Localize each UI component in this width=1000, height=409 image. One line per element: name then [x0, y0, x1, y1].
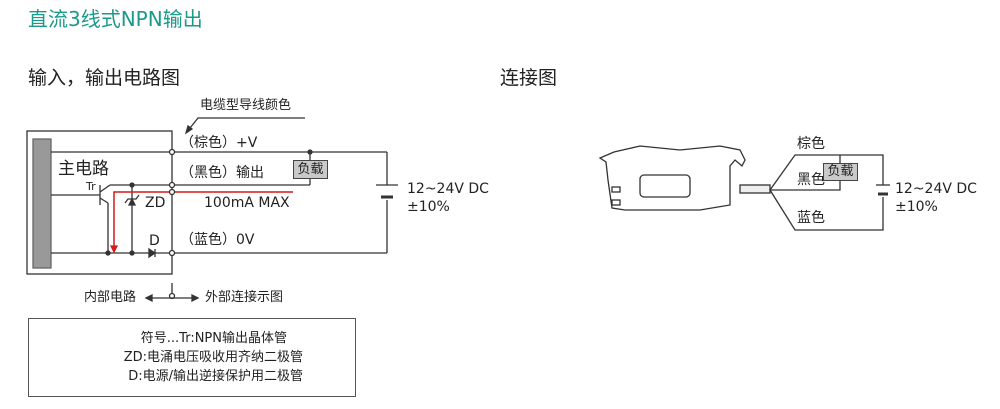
blue-wire-label: （蓝色）0V [180, 232, 255, 248]
d-label: D [149, 233, 160, 249]
current-label: 100mA MAX [204, 195, 290, 211]
circuit-heading: 输入，输出电路图 [28, 67, 181, 89]
main-circuit-label: 主电路 [58, 159, 109, 179]
legend-d: D:电源/输出逆接保护用二极管 [128, 369, 303, 384]
black-wire-label: （黑色）输出 [180, 165, 264, 181]
internal-label: 内部电路 [84, 290, 137, 305]
cable-color-label: 电缆型导线颜色 [200, 98, 292, 113]
conn-tolerance-label: ±10% [895, 199, 938, 215]
tr-label: Tr [86, 180, 96, 193]
conn-black-label: 黑色 [797, 172, 825, 188]
zd-label: ZD [145, 195, 166, 211]
conn-blue-label: 蓝色 [797, 210, 825, 226]
tolerance-label: ±10% [407, 199, 450, 215]
current-path [113, 191, 293, 250]
load-box: 负载 [293, 160, 328, 179]
supply-label: 12~24V DC [407, 181, 489, 197]
external-label: 外部连接示图 [205, 290, 284, 305]
connection-heading: 连接图 [500, 67, 558, 89]
main-circuit-bar [32, 138, 52, 269]
internal-box [26, 130, 173, 275]
page-title: 直流3线式NPN输出 [28, 7, 203, 31]
conn-brown-label: 棕色 [797, 136, 825, 152]
brown-wire-label: （棕色）+V [180, 135, 258, 151]
symbol-legend: 符号...Tr:NPN输出晶体管 ZD:电涌电压吸收用齐纳二极管 D:电源/输出… [28, 318, 356, 397]
sensor-amplifier-device [598, 145, 771, 211]
conn-supply-label: 12~24V DC [895, 181, 977, 197]
legend-tr: 符号...Tr:NPN输出晶体管 [140, 331, 287, 346]
legend-zd: ZD:电涌电压吸收用齐纳二极管 [123, 350, 303, 365]
conn-load-box: 负载 [823, 163, 858, 181]
